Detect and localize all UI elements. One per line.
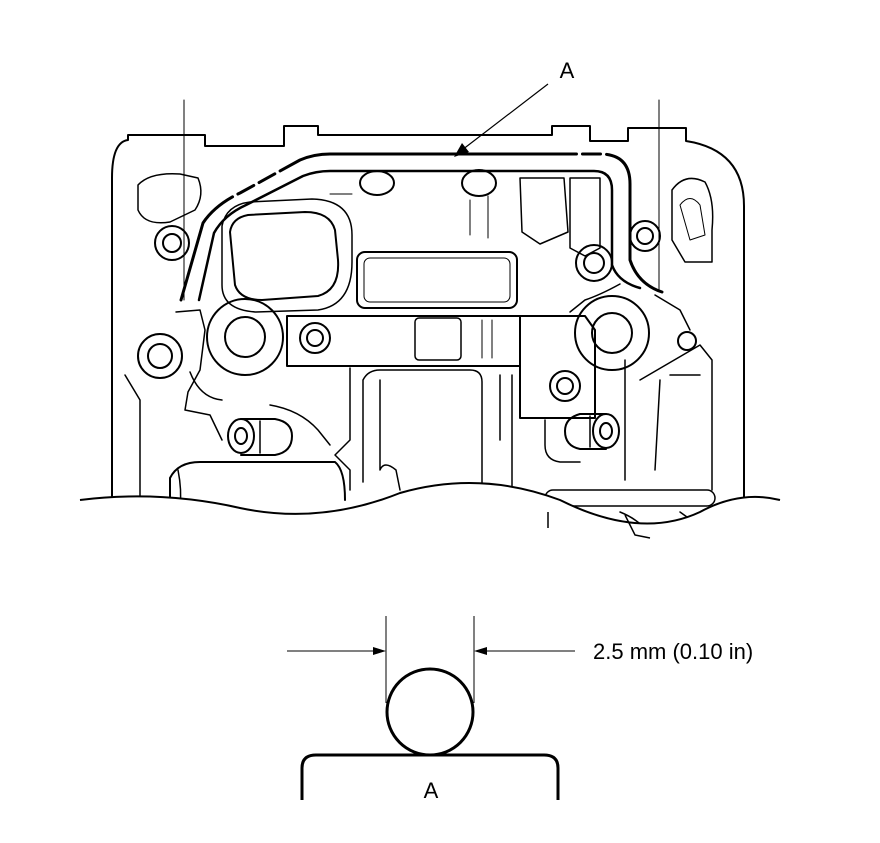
bolt-boss-3 bbox=[575, 244, 613, 282]
pocket-upper-left bbox=[229, 211, 340, 301]
slot-lower-right bbox=[544, 489, 716, 507]
large-bore-right bbox=[574, 295, 650, 371]
oil-port-1 bbox=[359, 170, 395, 196]
detail-label-a: A bbox=[424, 778, 439, 803]
bolt-boss-2 bbox=[629, 220, 661, 252]
plug-right bbox=[564, 413, 620, 450]
channel-lower-center bbox=[362, 369, 483, 491]
callout-label-a: A bbox=[560, 58, 575, 83]
cross-section-detail bbox=[287, 616, 575, 800]
gasket-cross-section bbox=[385, 667, 475, 757]
dimension-label: 2.5 mm (0.10 in) bbox=[593, 639, 753, 664]
bracket-right bbox=[519, 315, 596, 419]
bracket-bolt-left bbox=[299, 322, 331, 354]
part-a-block bbox=[300, 753, 560, 800]
oil-port-2 bbox=[461, 169, 497, 197]
pocket-right bbox=[519, 177, 569, 245]
casting-outline bbox=[111, 125, 745, 501]
bracket-bolt-right bbox=[549, 370, 581, 402]
cylinder-lower-left bbox=[169, 461, 346, 511]
pocket-center bbox=[356, 251, 518, 309]
bolt-boss-1 bbox=[154, 225, 190, 261]
bracket-slot bbox=[414, 317, 462, 361]
gasket-groove-outer bbox=[179, 152, 664, 302]
pocket-left-blob bbox=[137, 172, 202, 224]
break-line bbox=[80, 483, 780, 560]
pocket-right-blob bbox=[671, 177, 714, 263]
callout-leader-a bbox=[454, 83, 549, 157]
gasket-groove-inner bbox=[197, 169, 642, 302]
valve-body-casting bbox=[111, 99, 745, 536]
bolt-boss-5 bbox=[677, 331, 697, 351]
bolt-boss-4 bbox=[137, 333, 183, 379]
large-bore-left bbox=[206, 298, 284, 376]
plug-left bbox=[227, 418, 293, 456]
